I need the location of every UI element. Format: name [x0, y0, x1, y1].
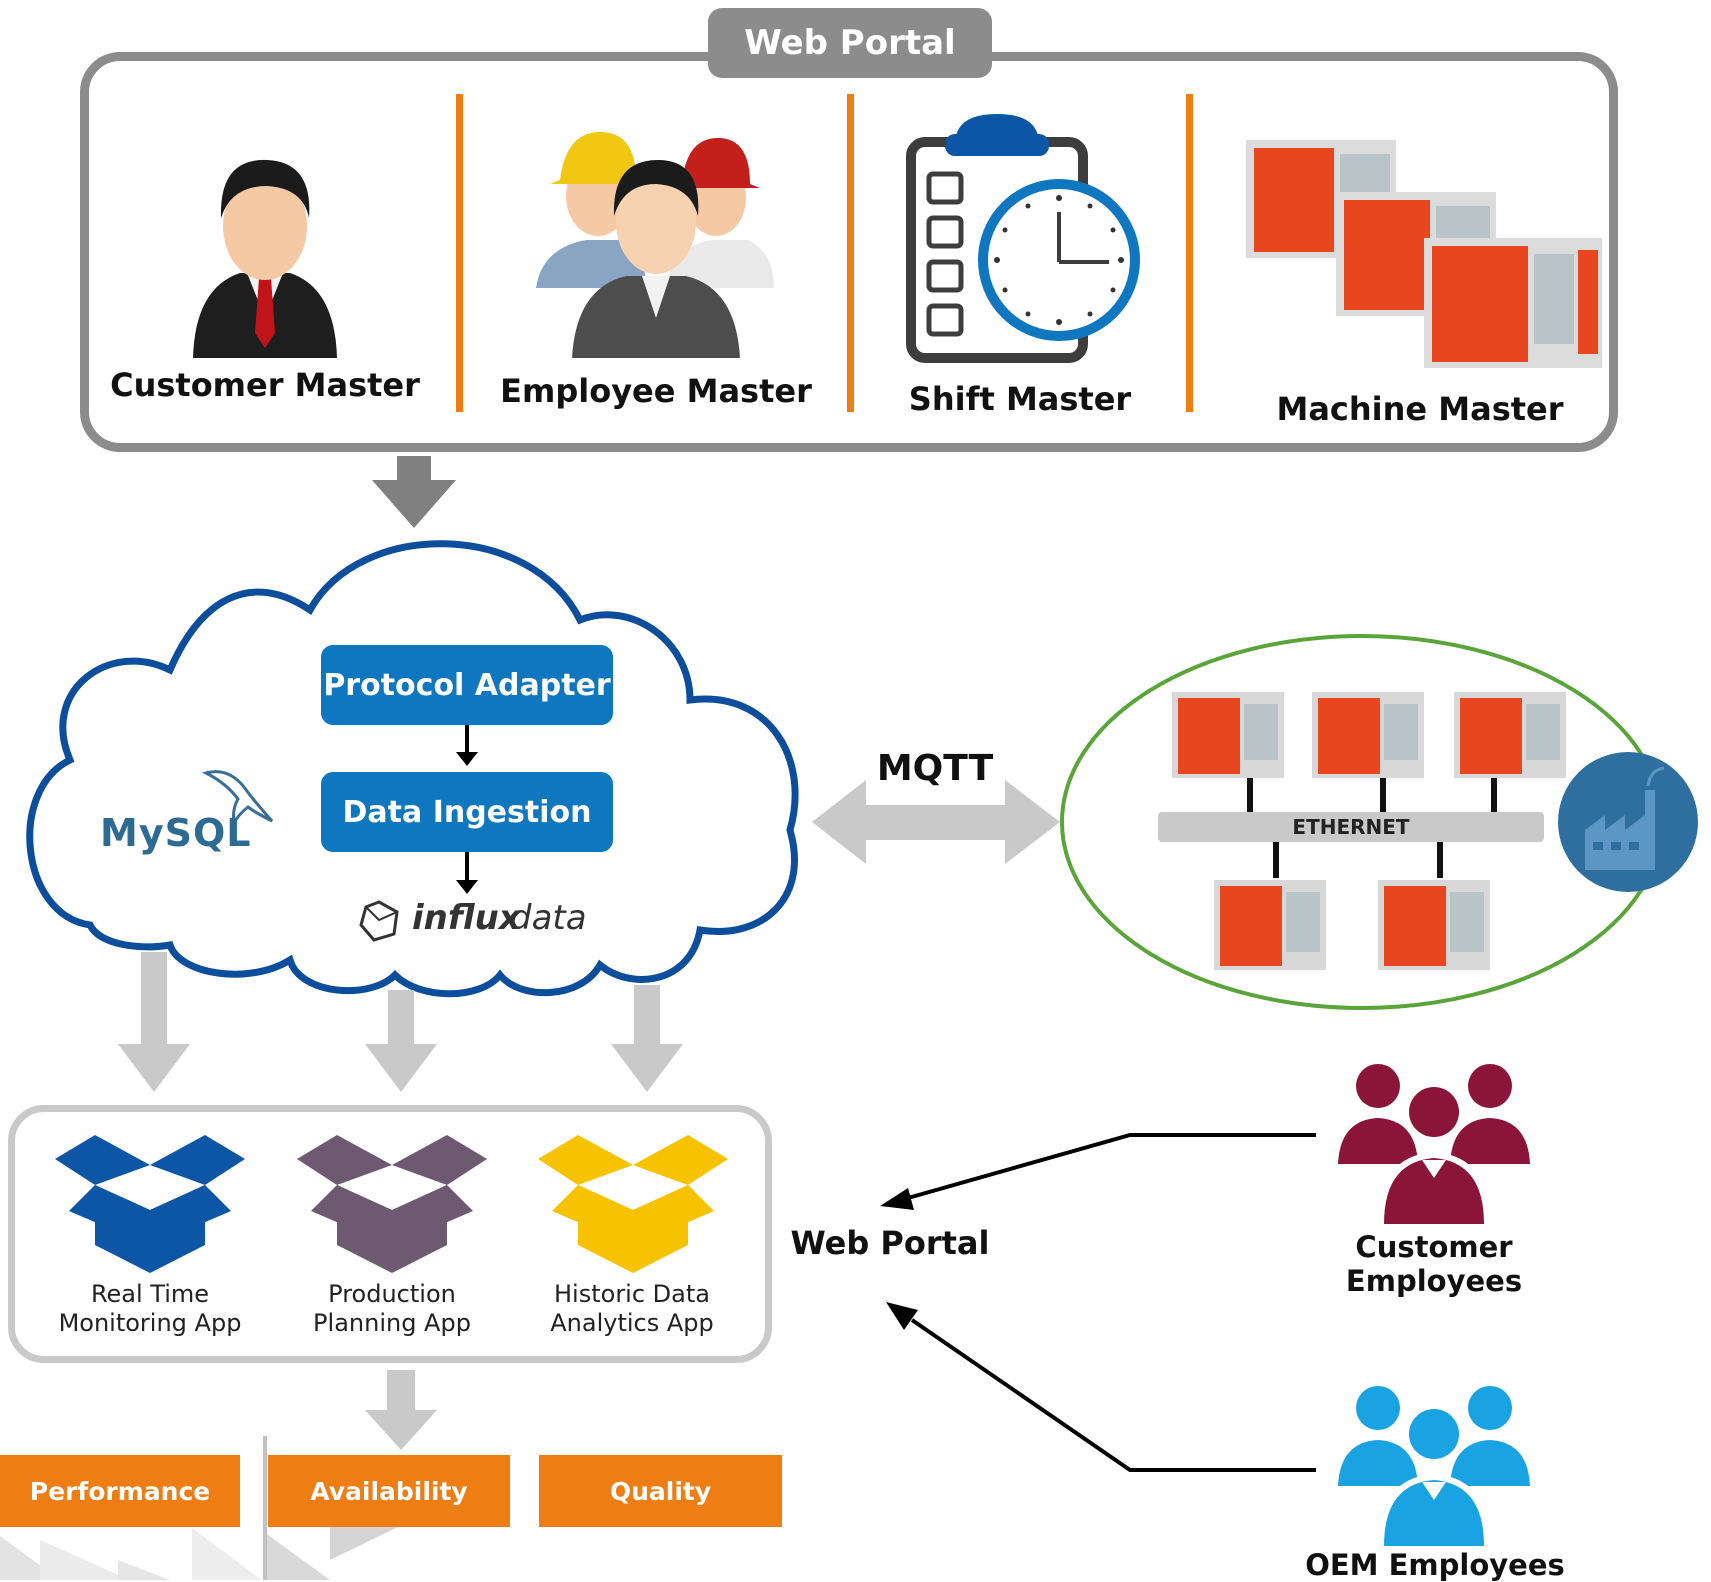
kpi-performance: Performance — [0, 1455, 240, 1527]
box-icon — [297, 1135, 487, 1273]
clipboard-clock-icon — [906, 114, 1140, 363]
mysql-text: MySQL — [100, 811, 252, 855]
ethernet-bar: ETHERNET — [1158, 812, 1544, 842]
divider — [1186, 94, 1193, 412]
customer-master-label: Customer Master — [110, 366, 420, 404]
customer-employees-icon — [1338, 1064, 1530, 1224]
divider — [456, 94, 463, 412]
mqtt-label: MQTT — [876, 748, 994, 789]
influx-text-bold: influx — [412, 898, 521, 938]
machines-icon — [1246, 140, 1602, 368]
mysql-dolphin-icon — [201, 770, 274, 827]
box-icon — [55, 1135, 245, 1273]
customer-icon — [193, 159, 337, 358]
network-machine-icon — [1172, 692, 1284, 778]
kpi-quality: Quality — [539, 1455, 782, 1527]
oem-employees-label: OEM Employees — [1305, 1548, 1565, 1582]
protocol-adapter-box: Protocol Adapter — [321, 645, 613, 725]
shift-master-label: Shift Master — [908, 380, 1132, 418]
machine-master-label: Machine Master — [1276, 390, 1564, 428]
network-machine-icon — [1378, 880, 1490, 970]
box-icon — [538, 1135, 728, 1273]
employee-group-icon — [536, 132, 774, 358]
influx-polygon-icon — [359, 900, 399, 942]
influxdata-logo: influx data — [358, 896, 598, 946]
network-machine-icon — [1214, 880, 1326, 970]
factory-icon — [1558, 752, 1698, 892]
arrow-down-portal — [372, 456, 456, 528]
influx-text-light: data — [510, 898, 587, 938]
employee-master-label: Employee Master — [500, 372, 812, 410]
mqtt-double-arrow — [812, 780, 1060, 864]
network-machine-icon — [1312, 692, 1424, 778]
network-machine-icon — [1454, 692, 1566, 778]
web-portal-label: Web Portal — [790, 1224, 990, 1262]
divider — [847, 94, 854, 412]
apps-panel — [8, 1105, 772, 1363]
data-ingestion-box: Data Ingestion — [321, 772, 613, 852]
kpi-availability: Availability — [268, 1455, 510, 1527]
ethernet-label: ETHERNET — [1292, 815, 1410, 839]
oem-employees-icon — [1338, 1386, 1530, 1546]
web-portal-tab: Web Portal — [708, 8, 992, 78]
mysql-logo: MySQL — [100, 765, 280, 855]
